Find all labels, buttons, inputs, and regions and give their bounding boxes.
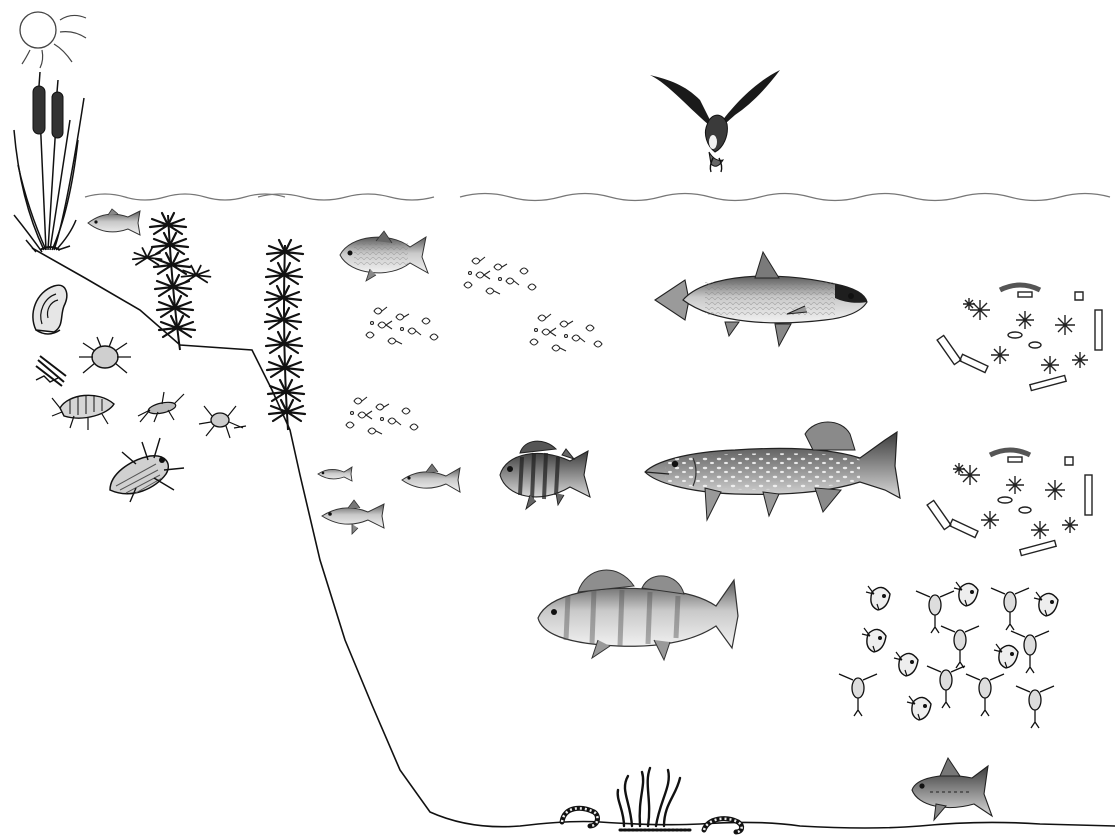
small-fish-icon [322, 500, 384, 534]
dragonfly-larva-icon [110, 438, 184, 502]
snail-icon [33, 285, 67, 334]
amphipod-icon [52, 395, 114, 430]
asp-icon [655, 252, 867, 346]
pondweed-icon [133, 213, 211, 350]
mayfly-nymph-icon [138, 392, 184, 422]
zooplankton-icon [839, 582, 1058, 728]
cattail-icon [14, 72, 84, 252]
sun-icon [20, 12, 86, 68]
minnow-icon [88, 209, 140, 235]
phytoplankton-icon [937, 285, 1102, 391]
osprey-icon [650, 70, 780, 172]
small-fish-icon [402, 464, 460, 492]
bottom-fish-icon [912, 758, 992, 820]
water-surface [85, 194, 1110, 201]
caddis-larva-icon [36, 356, 66, 386]
roach-icon [340, 231, 428, 281]
zander-icon [538, 570, 738, 660]
pike-icon [645, 422, 900, 520]
pondweed-icon [265, 240, 305, 430]
lake-bottom-profile [32, 248, 1115, 828]
water-mite-icon [79, 337, 131, 373]
water-beetle-icon [199, 406, 246, 438]
midge-larva-icon [562, 808, 597, 826]
rotifer-cluster [346, 257, 602, 434]
tubifex-worms-icon [618, 768, 690, 830]
midge-larva-icon [704, 819, 742, 832]
perch-icon [500, 441, 590, 509]
small-fish-icon [318, 467, 352, 481]
phytoplankton-icon [927, 450, 1092, 556]
